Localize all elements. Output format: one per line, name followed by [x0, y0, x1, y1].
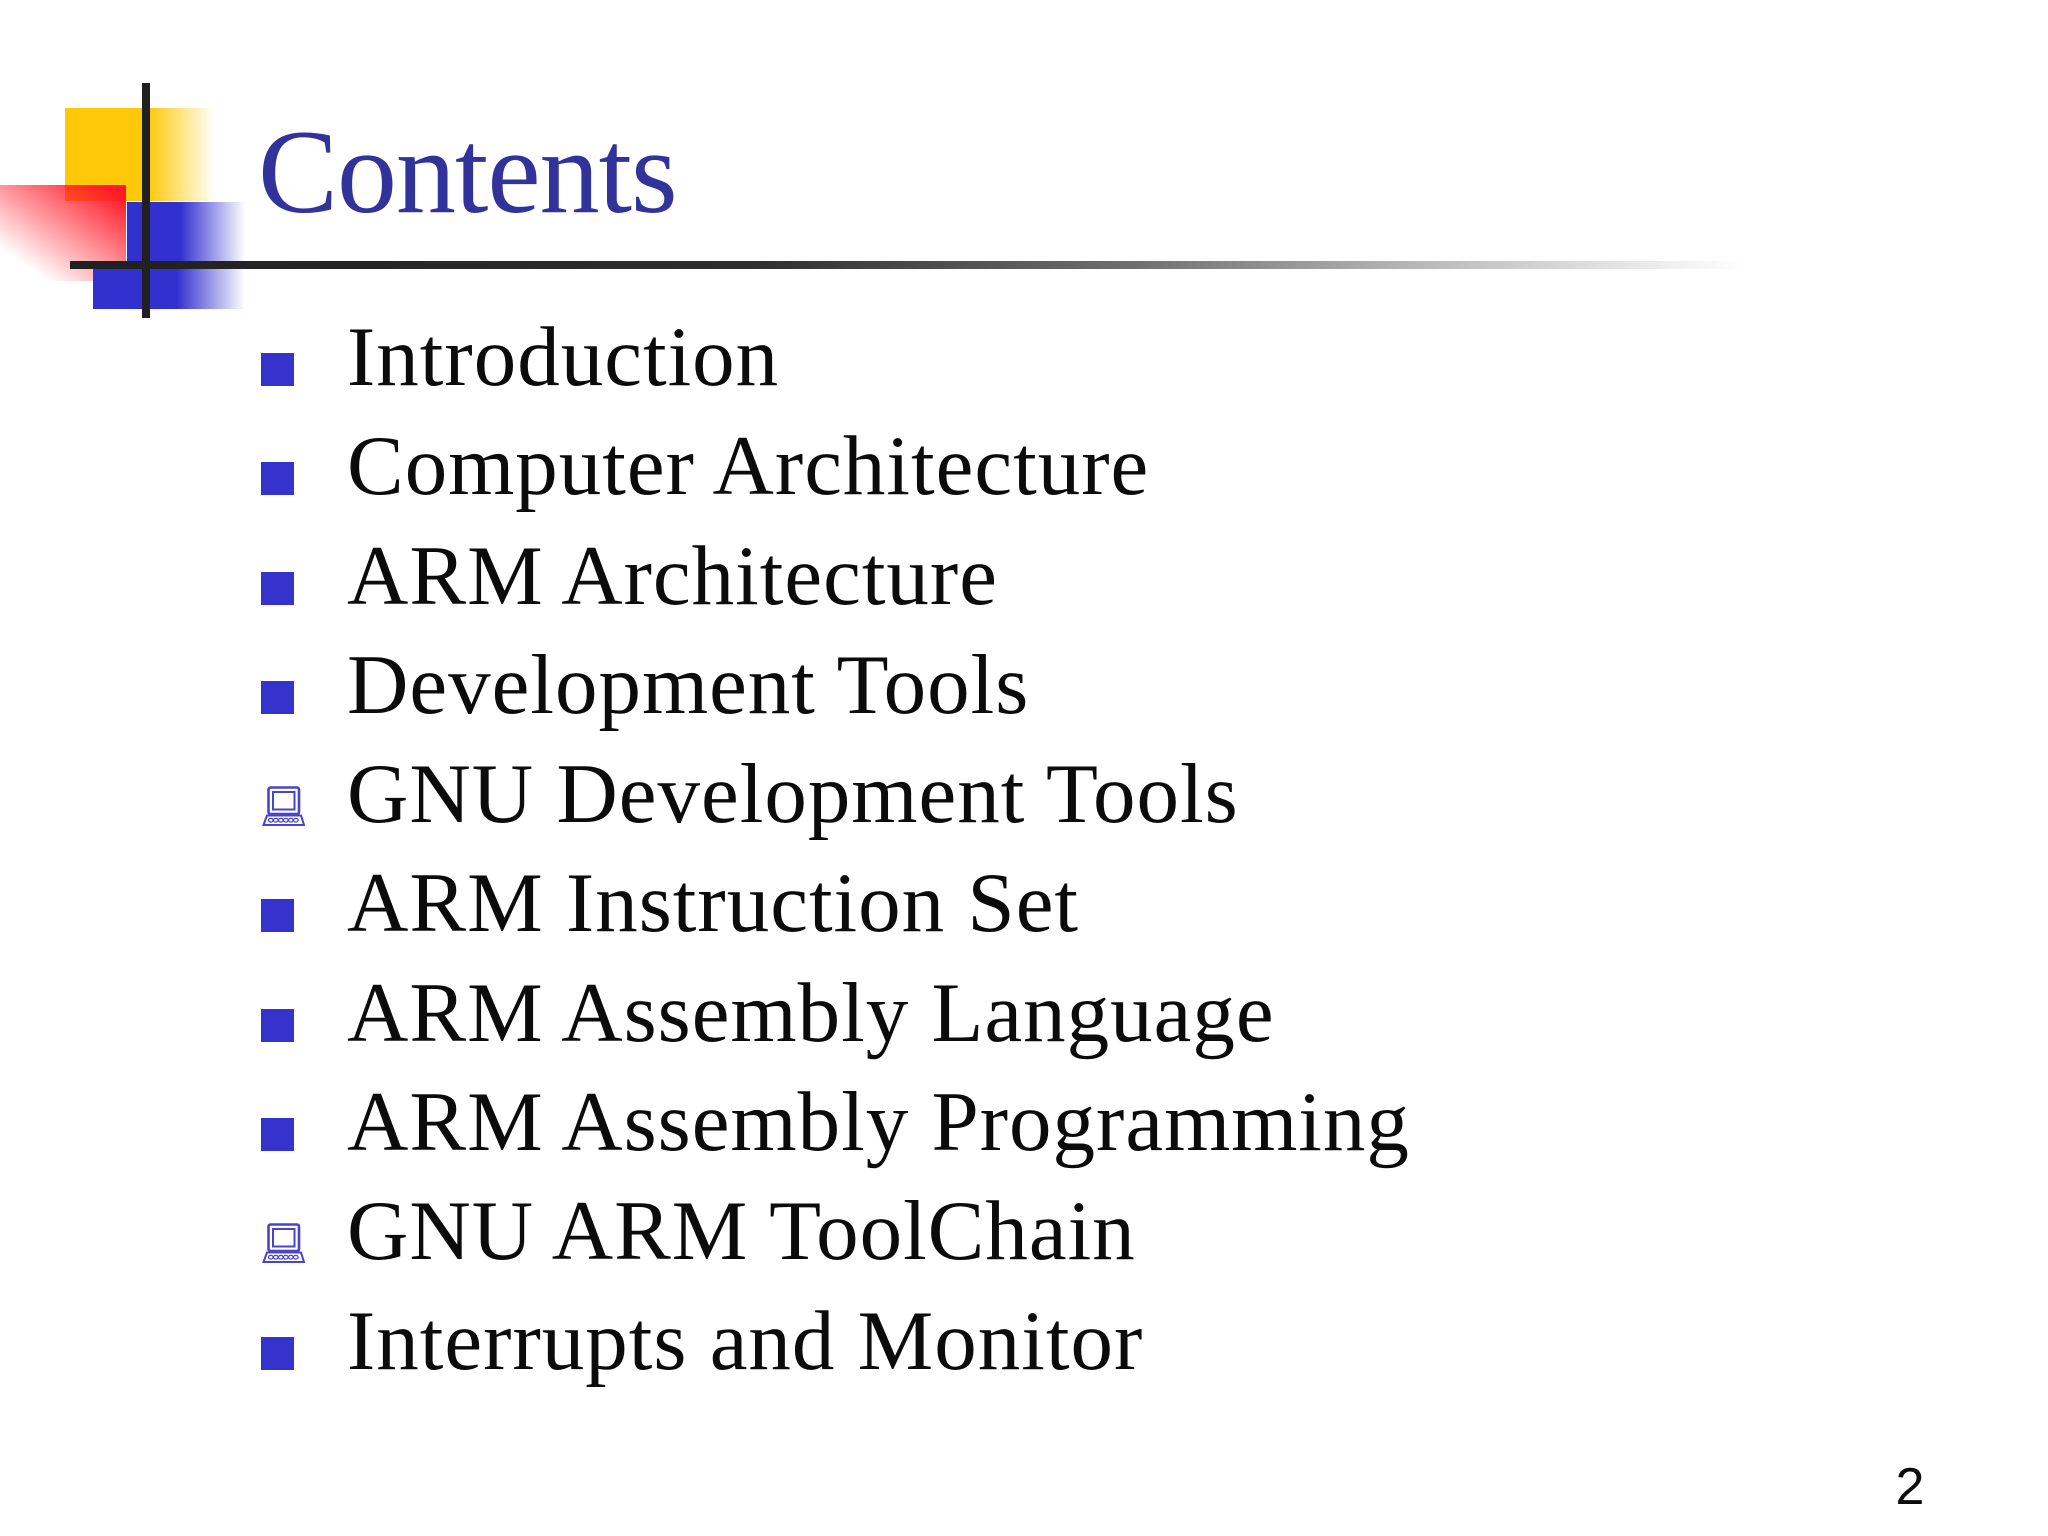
- corner-decoration: [0, 0, 2048, 400]
- bullet-square-icon: [261, 1336, 294, 1370]
- list-item: GNU Development Tools: [261, 747, 1881, 861]
- list-item-label: Computer Architecture: [347, 419, 1150, 514]
- bullet-square-icon: [261, 899, 294, 933]
- list-item-label: ARM Instruction Set: [347, 856, 1080, 951]
- list-item-label: Interrupts and Monitor: [347, 1293, 1144, 1388]
- bullet-square-icon: [261, 1008, 294, 1042]
- list-item-label: ARM Architecture: [347, 528, 998, 623]
- list-item-label: ARM Assembly Programming: [347, 1075, 1410, 1170]
- title-underline-rule: [70, 261, 1850, 269]
- page-number: 2: [1895, 1458, 1925, 1516]
- list-item: ARM Instruction Set: [261, 856, 1881, 970]
- bullet-square-icon: [261, 353, 294, 386]
- bullet-square-icon: [261, 462, 294, 496]
- bullet-square-icon: [261, 1118, 294, 1152]
- list-item: ARM Assembly Programming: [261, 1075, 1881, 1189]
- laptop-icon: [261, 786, 305, 828]
- list-item-label: Introduction: [347, 310, 780, 404]
- list-item: Interrupts and Monitor: [261, 1294, 1881, 1408]
- list-item: Computer Architecture: [261, 419, 1881, 533]
- contents-list: Introduction Computer Architecture: [261, 310, 1881, 1408]
- list-item: ARM Architecture: [261, 529, 1881, 643]
- list-item-label: Development Tools: [347, 637, 1030, 732]
- list-item: GNU ARM ToolChain: [261, 1184, 1881, 1298]
- list-item-label: GNU Development Tools: [347, 747, 1239, 842]
- list-item: Development Tools: [261, 638, 1881, 752]
- laptop-icon: [261, 1223, 305, 1265]
- blue-square-lower-decoration: [93, 268, 245, 309]
- list-item-label: ARM Assembly Language: [347, 965, 1275, 1060]
- vertical-rule: [142, 83, 150, 318]
- list-item: ARM Assembly Language: [261, 966, 1881, 1080]
- list-item-label: GNU ARM ToolChain: [347, 1184, 1136, 1279]
- slide-title: Contents: [258, 105, 678, 238]
- bullet-square-icon: [261, 680, 294, 714]
- list-item: Introduction: [261, 310, 1881, 424]
- bullet-square-icon: [261, 571, 294, 605]
